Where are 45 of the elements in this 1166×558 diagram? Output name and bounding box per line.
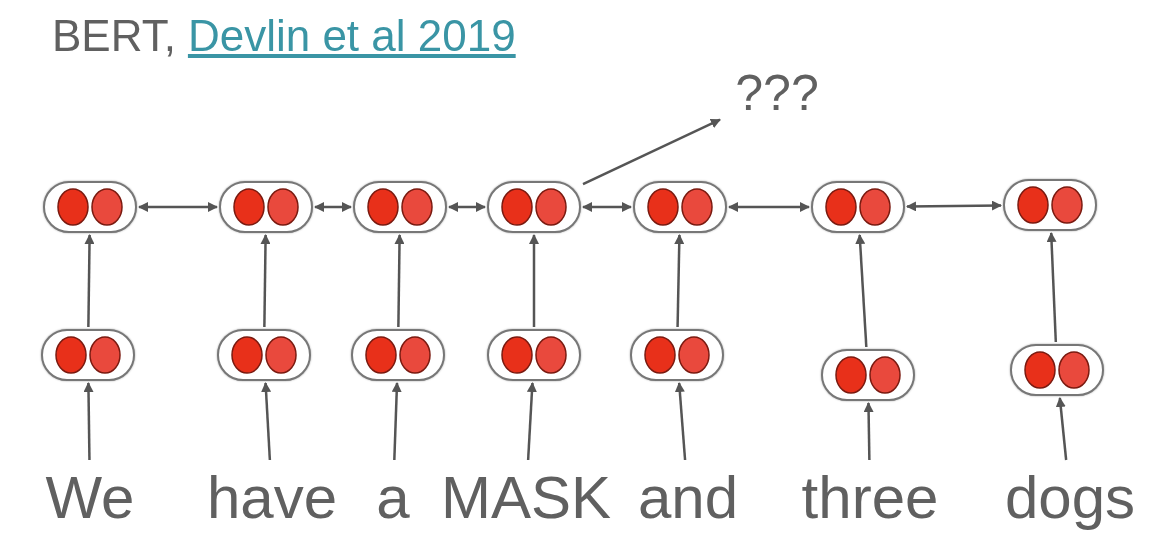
arrow bbox=[582, 202, 632, 212]
arrow bbox=[391, 382, 402, 461]
arrow bbox=[728, 202, 810, 212]
arrow bbox=[863, 402, 874, 460]
embedding-vector bbox=[219, 181, 313, 233]
embedding-vector bbox=[630, 329, 724, 381]
embedding-vector bbox=[487, 329, 581, 381]
token-word: dogs bbox=[1004, 468, 1136, 528]
embedding-vector bbox=[1010, 344, 1104, 396]
token-word: have bbox=[206, 468, 338, 528]
embedding-vector bbox=[633, 181, 727, 233]
embedding-vector bbox=[821, 349, 915, 401]
embedding-vector bbox=[811, 181, 905, 233]
arrow bbox=[674, 234, 685, 328]
arrow bbox=[1055, 397, 1068, 461]
arrow bbox=[261, 382, 272, 461]
token-word: We bbox=[45, 468, 135, 528]
embedding-vector bbox=[1003, 179, 1097, 231]
arrow bbox=[83, 382, 94, 460]
arrow bbox=[314, 202, 352, 212]
citation-link: Devlin et al 2019 bbox=[187, 14, 516, 58]
embedding-vector bbox=[41, 329, 135, 381]
arrow bbox=[1046, 232, 1058, 343]
token-word: a bbox=[376, 468, 410, 528]
embedding-vector bbox=[43, 181, 137, 233]
arrow bbox=[138, 202, 218, 212]
title-text: BERT, bbox=[52, 14, 176, 58]
arrow bbox=[84, 234, 95, 327]
arrow bbox=[448, 202, 486, 212]
embedding-vector bbox=[487, 181, 581, 233]
arrow bbox=[855, 234, 868, 348]
arrow bbox=[529, 234, 539, 327]
token-word: MASK bbox=[440, 468, 611, 528]
arrow bbox=[260, 234, 271, 327]
embedding-vector bbox=[351, 329, 445, 381]
arrow bbox=[906, 200, 1002, 212]
embedding-vector bbox=[353, 181, 447, 233]
embedding-vector bbox=[217, 329, 311, 381]
arrow bbox=[394, 234, 405, 327]
arrow bbox=[582, 118, 721, 186]
output-text: ??? bbox=[735, 68, 819, 118]
token-word: three bbox=[801, 468, 939, 528]
arrow bbox=[674, 382, 687, 461]
token-word: and bbox=[637, 468, 739, 528]
arrow bbox=[526, 382, 537, 461]
